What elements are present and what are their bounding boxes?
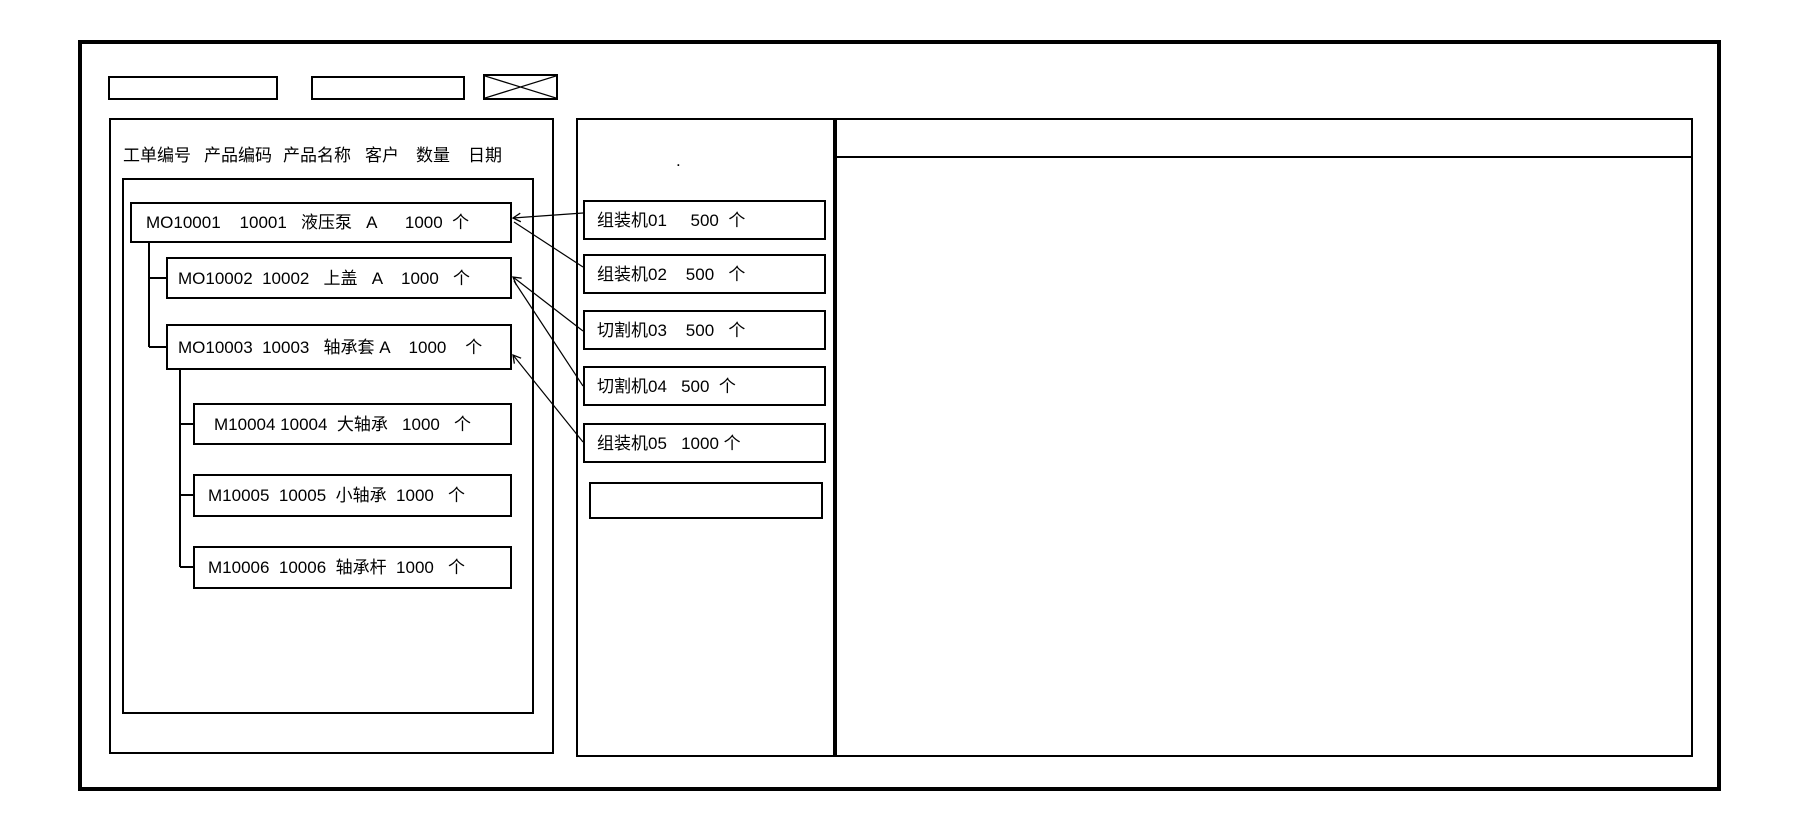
work-order-node-MO10001[interactable]: MO10001 10001 液压泵 A 1000 个 <box>130 202 512 243</box>
machine-node-qiegeji04[interactable]: 切割机04 500 个 <box>583 366 826 406</box>
work-order-label: M10005 10005 小轴承 1000 个 <box>208 486 466 505</box>
machine-node-empty[interactable] <box>589 482 823 519</box>
work-order-label: MO10001 10001 液压泵 A 1000 个 <box>146 213 470 232</box>
work-order-label: MO10003 10003 轴承套 A 1000 个 <box>178 337 483 357</box>
work-order-label: MO10002 10002 上盖 A 1000 个 <box>178 268 470 288</box>
work-order-node-M10005[interactable]: M10005 10005 小轴承 1000 个 <box>193 474 512 517</box>
machine-node-zuzhuangji02[interactable]: 组装机02 500 个 <box>583 254 826 294</box>
toolbar-field-2[interactable] <box>311 76 465 100</box>
machine-label: 切割机04 500 个 <box>597 376 736 396</box>
machine-node-qiegeji03[interactable]: 切割机03 500 个 <box>583 310 826 350</box>
column-header-quantity: 数量 <box>416 146 450 165</box>
work-order-node-MO10002[interactable]: MO10002 10002 上盖 A 1000 个 <box>166 257 512 299</box>
machine-label: 组装机05 1000 个 <box>597 433 741 453</box>
column-header-order-no: 工单编号 <box>123 146 191 165</box>
column-header-customer: 客户 <box>365 146 399 165</box>
machine-panel-dot: . <box>676 151 681 170</box>
work-order-node-M10006[interactable]: M10006 10006 轴承杆 1000 个 <box>193 546 512 589</box>
column-header-product-code: 产品编码 <box>204 146 272 165</box>
crossed-box-icon <box>485 76 556 98</box>
work-order-node-M10004[interactable]: M10004 10004 大轴承 1000 个 <box>193 403 512 445</box>
detail-panel <box>835 118 1693 757</box>
detail-panel-header-divider <box>837 156 1691 158</box>
machine-node-zuzhuangji05[interactable]: 组装机05 1000 个 <box>583 423 826 463</box>
work-order-node-MO10003[interactable]: MO10003 10003 轴承套 A 1000 个 <box>166 324 512 370</box>
toolbar-field-1[interactable] <box>108 76 278 100</box>
column-header-product-name: 产品名称 <box>283 146 351 165</box>
image-placeholder-icon[interactable] <box>483 74 558 100</box>
column-header-date: 日期 <box>468 146 502 165</box>
work-order-label: M10006 10006 轴承杆 1000 个 <box>208 558 466 577</box>
work-order-label: M10004 10004 大轴承 1000 个 <box>214 414 472 434</box>
machine-label: 组装机01 500 个 <box>597 210 746 230</box>
machine-label: 切割机03 500 个 <box>597 320 746 340</box>
machine-node-zuzhuangji01[interactable]: 组装机01 500 个 <box>583 200 826 240</box>
machine-label: 组装机02 500 个 <box>597 264 746 284</box>
